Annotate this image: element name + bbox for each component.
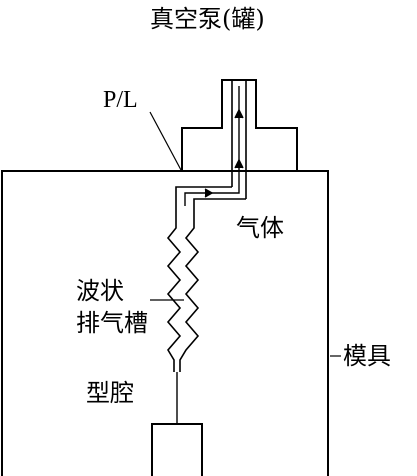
vacuum-pump-label: 真空泵(罐) [150, 5, 265, 33]
gas-flow-path [184, 86, 240, 206]
arrow-head-horizontal [204, 188, 214, 198]
parting-line-label: P/L [103, 87, 138, 113]
vacuum-fitting-block [181, 79, 298, 171]
arrow-head-vertical-upper [234, 108, 244, 119]
mold-block [1, 170, 329, 476]
cavity-label: 型腔 [86, 379, 134, 407]
zigzag-vent-groove [166, 200, 200, 372]
gas-label: 气体 [236, 214, 284, 242]
arrow-head-vertical-lower [234, 158, 244, 169]
horizontal-vent-channel [175, 186, 246, 210]
mold-label: 模具 [343, 342, 391, 370]
cavity-block [151, 423, 203, 476]
vent-groove-label-line1: 波状 [76, 277, 124, 305]
parting-line-leader [149, 111, 182, 171]
gas-flow-arrows [184, 86, 244, 206]
vent-groove-label-line2: 排气槽 [76, 309, 148, 337]
